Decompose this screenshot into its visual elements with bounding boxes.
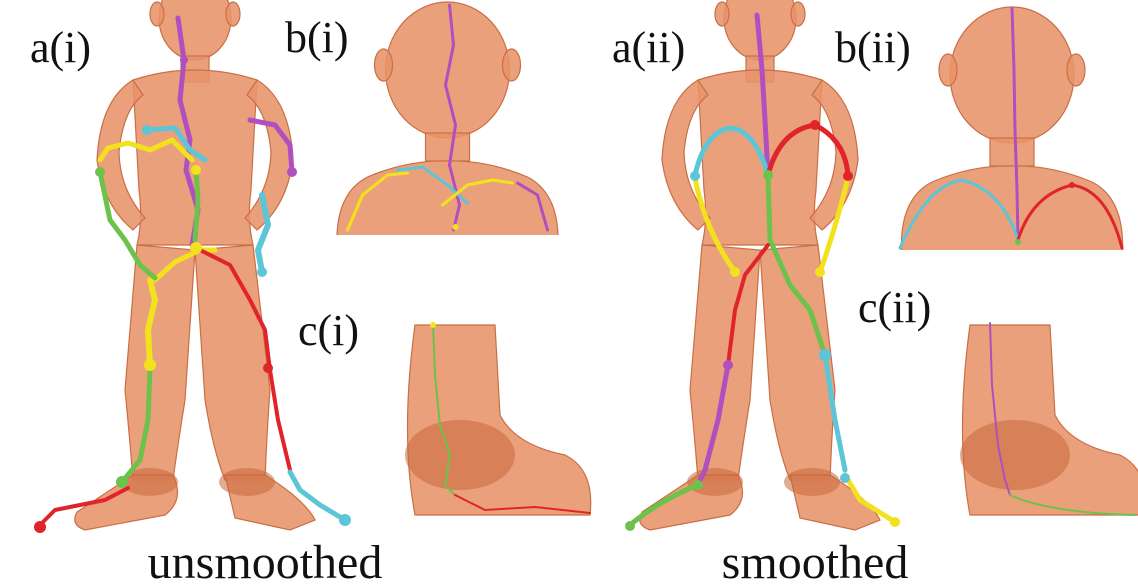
panel-b-i-figure [337,2,558,255]
panel-a-i-figure [34,0,351,533]
label-c-ii: c(ii) [858,283,931,332]
label-b-i: b(i) [285,13,349,62]
panel-c-ii-figure [960,323,1138,515]
label-b-ii: b(ii) [835,23,911,72]
caption-unsmoothed: unsmoothed [148,536,383,585]
label-a-i: a(i) [30,23,91,72]
caption-smoothed: smoothed [722,536,909,585]
label-c-i: c(i) [298,306,359,355]
label-a-ii: a(ii) [612,23,685,72]
panel-c-i-figure [405,322,591,515]
panel-b-ii-figure [900,7,1123,260]
panel-a-ii-figure [625,0,900,531]
